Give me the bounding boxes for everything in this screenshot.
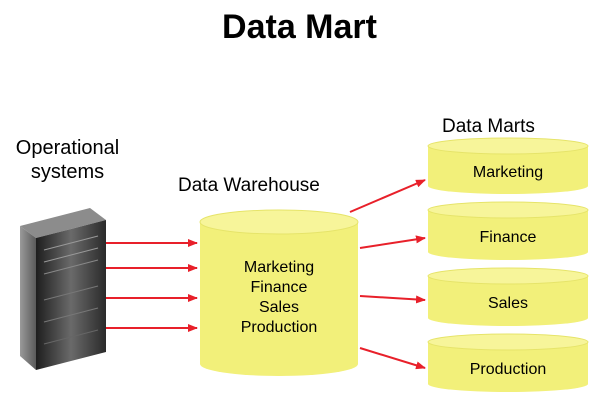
data-warehouse-cylinder	[199, 209, 359, 376]
mart-label-marketing: Marketing	[472, 164, 544, 181]
mart-label-finance: Finance	[479, 229, 537, 246]
warehouse-item: Sales	[258, 299, 300, 316]
operational-label-line1: Operational	[15, 137, 120, 159]
data-mart-cylinder	[427, 267, 589, 326]
operational-systems-label: Operational systems	[0, 136, 135, 184]
arrow-to-mart	[359, 235, 426, 249]
page-title: Data Mart	[222, 8, 377, 46]
arrows-to-warehouse	[106, 239, 198, 332]
server-icon	[20, 208, 106, 370]
warehouse-item: Marketing	[243, 259, 315, 276]
data-warehouse-label: Data Warehouse	[178, 175, 320, 196]
arrow-to-mart	[359, 295, 426, 304]
data-mart-cylinder	[427, 333, 589, 392]
arrow-to-mart	[359, 347, 426, 370]
mart-label-sales: Sales	[487, 295, 529, 312]
warehouse-contents: Marketing Finance Sales Production	[200, 258, 358, 338]
operational-label-line2: systems	[30, 161, 105, 183]
warehouse-item: Production	[240, 319, 318, 336]
data-marts-label: Data Marts	[442, 116, 535, 137]
mart-label-production: Production	[469, 361, 547, 378]
arrows-to-marts	[349, 179, 426, 370]
data-mart-cylinder	[427, 137, 589, 194]
data-mart-cylinder	[427, 201, 589, 260]
arrow-to-mart	[349, 179, 426, 213]
warehouse-item: Finance	[250, 279, 308, 296]
